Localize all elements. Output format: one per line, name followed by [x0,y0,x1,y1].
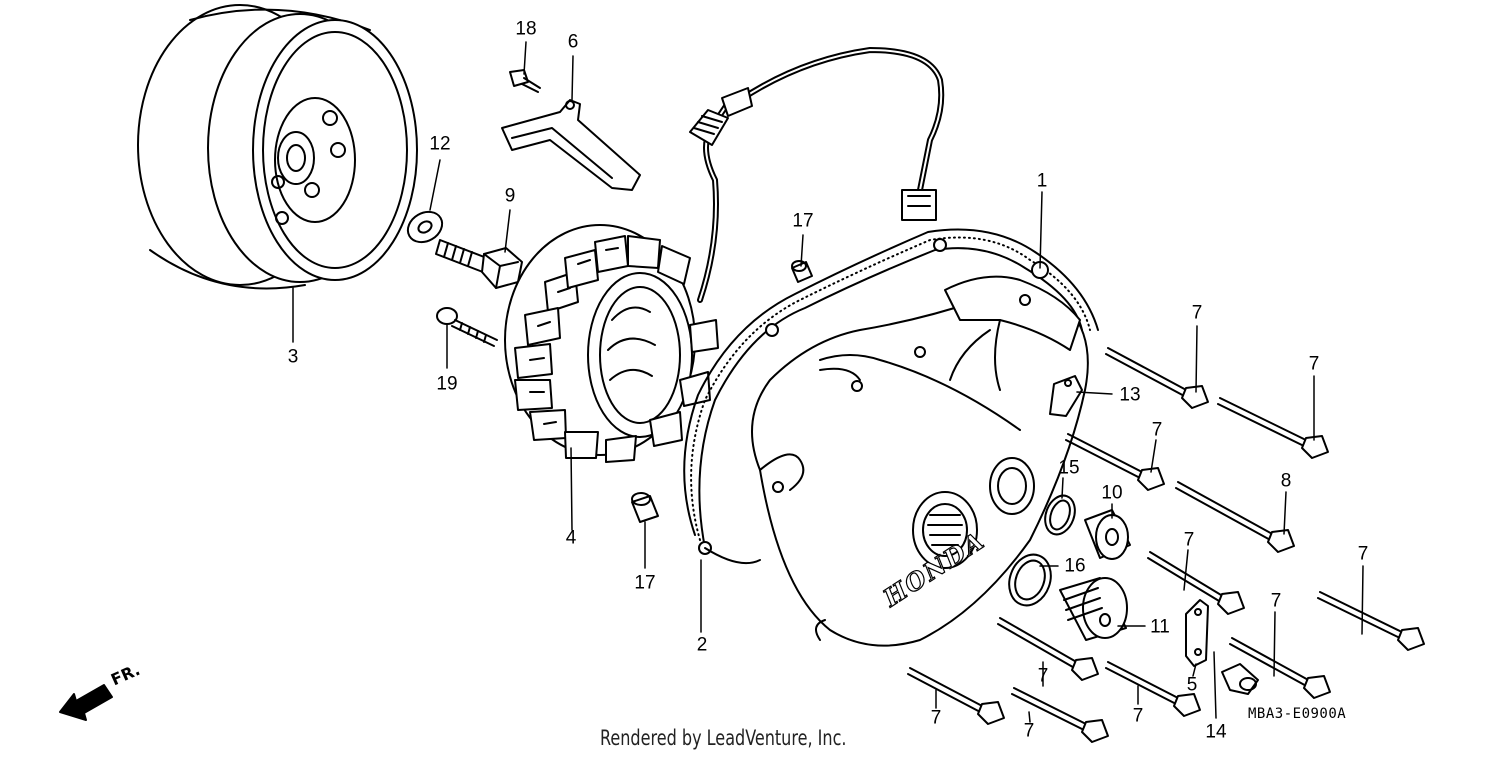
callout-7-g: 7 [1037,665,1049,687]
front-direction-arrow-icon [59,684,113,721]
cap-plug-part [1059,509,1131,641]
callout-10: 10 [1101,482,1123,504]
callout-5: 5 [1186,674,1198,696]
clamp-part [1049,375,1083,417]
crankcase-cover-part [751,275,1089,647]
callout-6: 6 [567,31,579,53]
small-bolt-part [509,69,541,93]
callout-19: 19 [436,373,458,395]
callout-8: 8 [1280,470,1292,492]
flywheel-bolt-part [435,239,523,289]
washer-part [406,210,444,244]
callout-12: 12 [429,133,451,155]
callout-14: 14 [1205,721,1227,743]
gasket-part [683,228,1099,564]
cover-bolt-part [907,347,1425,743]
callout-7-c: 7 [1151,419,1163,441]
callout-7-i: 7 [1023,720,1035,742]
callout-13: 13 [1119,384,1141,406]
wire-harness-part [689,47,945,303]
callout-4: 4 [565,527,577,549]
callout-17-a: 17 [792,210,814,232]
callout-11: 11 [1150,616,1170,638]
callout-2: 2 [696,634,708,656]
callout-3: 3 [287,346,299,368]
flywheel-part [137,4,418,290]
callout-7-d: 7 [1183,529,1195,551]
callout-7-b: 7 [1308,353,1320,375]
switch-part [1221,663,1259,695]
o-ring-part [1008,494,1076,607]
credit-text: Rendered by LeadVenture, Inc. [600,726,847,750]
wire-guide-part [501,99,641,191]
callout-7-j: 7 [930,707,942,729]
callout-1: 1 [1036,170,1048,192]
callout-16: 16 [1064,555,1086,577]
callout-9: 9 [504,185,516,207]
callout-18: 18 [515,18,537,40]
callout-7-e: 7 [1357,543,1369,565]
diagram-code: MBA3-E0900A [1248,706,1347,722]
leader-lines [292,41,1364,723]
callout-15: 15 [1058,457,1080,479]
callout-7-h: 7 [1132,705,1144,727]
stator-bolt-part [436,307,498,347]
stator-part [504,224,719,463]
bracket-part [1185,599,1209,667]
callout-17-b: 17 [634,572,656,594]
callout-7-a: 7 [1191,302,1203,324]
callout-7-f: 7 [1270,590,1282,612]
